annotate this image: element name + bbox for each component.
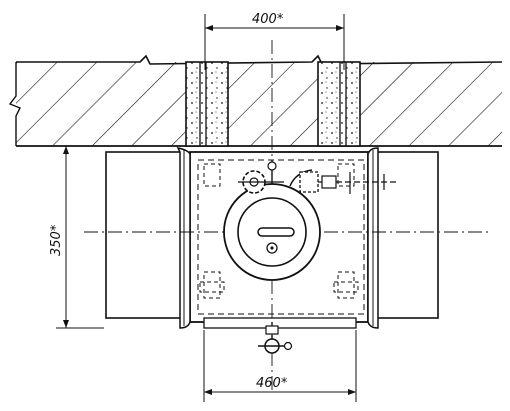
dimension-label-bottom: 460* <box>256 376 288 391</box>
dimension-bottom: 460* <box>203 330 357 402</box>
ceiling-slab <box>8 54 503 147</box>
circular-port <box>223 183 321 281</box>
anchor-pocket-right <box>317 61 361 147</box>
dimension-top: 400* <box>204 12 345 70</box>
dimension-label-left: 350* <box>49 224 64 256</box>
corner-clamps <box>199 163 359 299</box>
anchor-pocket-left <box>185 61 229 147</box>
bottom-valve <box>258 322 293 354</box>
top-valve-right <box>289 169 396 194</box>
dimension-left: 350* <box>49 145 104 329</box>
dimension-label-top: 400* <box>252 12 284 27</box>
top-valve-left <box>238 160 284 194</box>
